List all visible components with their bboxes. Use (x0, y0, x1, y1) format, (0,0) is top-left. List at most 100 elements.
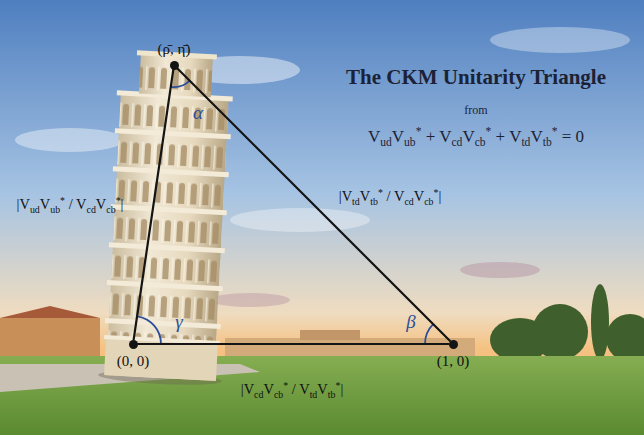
tree (606, 314, 644, 362)
math-glyphs: cd (87, 204, 96, 215)
math-glyphs: | (17, 196, 20, 212)
roof (0, 306, 100, 318)
gallery-ledge (107, 280, 223, 291)
trees (490, 284, 644, 362)
math-glyphs: + (421, 127, 439, 146)
math-glyphs: / (65, 196, 76, 212)
math-glyphs: cb (424, 196, 433, 207)
math-glyphs: V (263, 381, 273, 397)
math-glyphs: * (116, 195, 121, 206)
math-glyphs: * (433, 187, 438, 198)
math-glyphs: V (414, 188, 424, 204)
math-glyphs: tb (543, 136, 552, 149)
math-glyphs: ud (380, 136, 392, 149)
alpha-arc (171, 81, 190, 87)
gallery-ledge (109, 242, 225, 253)
math-glyphs: cd (254, 389, 263, 400)
belfry (139, 54, 213, 98)
math-glyphs: * (378, 187, 383, 198)
math-glyphs: * (60, 195, 65, 206)
math-glyphs: + (491, 127, 509, 146)
math-glyphs: | (121, 196, 124, 212)
math-glyphs: V (392, 127, 404, 146)
math-glyphs: * (486, 125, 492, 138)
gallery-ledge (105, 318, 221, 329)
beta-arc (425, 324, 433, 344)
math-glyphs: V (509, 127, 521, 146)
side-length-ratio: |VtdVtb* / VcdVcb*| (339, 187, 442, 207)
math-glyphs: V (394, 188, 404, 204)
belfry-arches (139, 56, 213, 96)
math-glyphs: V (360, 188, 370, 204)
horizon-buildings (0, 306, 475, 363)
math-glyphs: V (368, 127, 380, 146)
math-glyphs: V (530, 127, 542, 146)
vertex-coordinate: (ρ̄, η̄) (158, 41, 191, 58)
unitarity-equation: VudVub* + VcdVcb* + VtdVtb* = 0 (368, 125, 584, 148)
math-glyphs: tb (328, 389, 336, 400)
vertex-coordinate: (0, 0) (117, 353, 150, 370)
math-glyphs: V (299, 381, 309, 397)
math-glyphs: | (241, 381, 244, 397)
gallery-ledge (113, 166, 229, 177)
math-glyphs: V (244, 381, 254, 397)
math-glyphs: cb (475, 136, 486, 149)
math-glyphs: cb (106, 204, 115, 215)
gallery-ledge (111, 204, 227, 215)
math-glyphs: / (383, 188, 394, 204)
cloud (460, 262, 540, 278)
diagram-title: The CKM Unitarity Triangle (346, 65, 606, 90)
side-length-ratio: |VcdVcb* / VtdVtb*| (241, 380, 344, 400)
math-glyphs: ub (50, 204, 60, 215)
math-glyphs: V (19, 196, 29, 212)
leaning-tower (98, 49, 239, 387)
vertex-coordinate: (1, 0) (437, 353, 470, 370)
note-text: from (464, 103, 487, 118)
cypress (591, 284, 609, 360)
gallery-ledge (115, 128, 231, 139)
math-glyphs: ud (30, 204, 40, 215)
math-glyphs: td (310, 389, 318, 400)
triangle-side (134, 69, 174, 339)
galleries (104, 90, 233, 345)
gamma-arc (137, 316, 161, 344)
math-glyphs: * (416, 125, 422, 138)
tree (532, 304, 588, 360)
math-glyphs: cb (274, 389, 283, 400)
math-glyphs: | (339, 188, 342, 204)
math-glyphs: V (317, 381, 327, 397)
cloud (230, 208, 370, 232)
math-glyphs: | (438, 188, 441, 204)
math-glyphs: * (335, 380, 340, 391)
math-glyphs: V (462, 127, 474, 146)
math-glyphs: ub (404, 136, 416, 149)
triangle-side (177, 68, 450, 341)
math-glyphs: * (283, 380, 288, 391)
math-glyphs: = 0 (557, 127, 584, 146)
triangle-side (138, 343, 449, 345)
math-glyphs: td (352, 196, 360, 207)
math-glyphs: V (76, 196, 86, 212)
vertex-point: (0, 0) (129, 340, 138, 349)
angle-arcs (137, 81, 433, 344)
angle-label: α (193, 102, 203, 124)
angle-label: β (406, 311, 415, 333)
math-glyphs: cd (404, 196, 413, 207)
math-glyphs: V (40, 196, 50, 212)
vertex-point: (ρ̄, η̄) (170, 61, 179, 70)
math-glyphs: | (340, 381, 343, 397)
building (300, 330, 360, 340)
cloud (210, 293, 290, 307)
math-glyphs: V (342, 188, 352, 204)
math-glyphs: V (96, 196, 106, 212)
lawn (0, 356, 644, 435)
math-glyphs: cd (451, 136, 462, 149)
side-length-ratio: |VudVub* / VcdVcb*| (17, 195, 124, 215)
cloud (490, 27, 630, 53)
clouds (15, 27, 630, 307)
math-glyphs: * (552, 125, 558, 138)
cloud (15, 128, 125, 152)
vertex-point: (1, 0) (449, 340, 458, 349)
